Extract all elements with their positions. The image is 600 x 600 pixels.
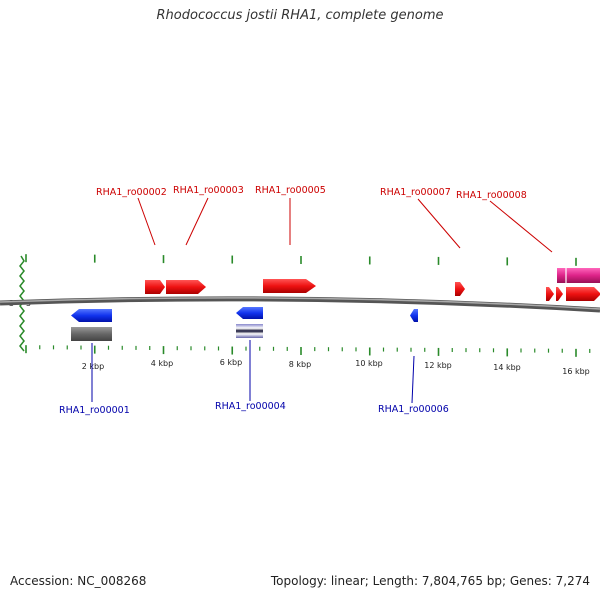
axis-tick-label: 4 kbp xyxy=(151,359,173,368)
leader-ro00002 xyxy=(137,197,156,246)
bottom-tick-row xyxy=(25,345,591,357)
feature-ro00004-striped[interactable] xyxy=(236,324,263,338)
gene-arrow-ro00002-part-b[interactable] xyxy=(166,280,206,294)
gene-arrow-ro00008-c[interactable] xyxy=(566,287,600,301)
gene-arrow-ro00006[interactable] xyxy=(410,309,418,322)
axis-tick-label: 8 kbp xyxy=(289,360,311,369)
top-tick-row xyxy=(25,254,577,266)
leader-ro00006 xyxy=(411,355,415,404)
gene-label-ro00001[interactable]: RHA1_ro00001 xyxy=(59,405,130,416)
gene-label-ro00003[interactable]: RHA1_ro00003 xyxy=(173,185,244,196)
axis-tick-label: 14 kbp xyxy=(493,363,521,372)
leader-ro00008 xyxy=(489,200,553,253)
gene-arrow-ro00005[interactable] xyxy=(263,279,316,293)
axis-tick-label: 16 kbp xyxy=(562,367,590,376)
leader-ro00003 xyxy=(185,197,209,246)
gene-label-ro00002[interactable]: RHA1_ro00002 xyxy=(96,187,167,198)
gene-label-ro00007[interactable]: RHA1_ro00007 xyxy=(380,187,451,198)
gene-label-ro00005[interactable]: RHA1_ro00005 xyxy=(255,185,326,196)
gene-arrow-ro00007[interactable] xyxy=(455,282,465,296)
gene-label-ro00008[interactable]: RHA1_ro00008 xyxy=(456,190,527,201)
gene-arrow-ro00001[interactable] xyxy=(71,309,112,322)
gene-arrow-ro00008-b[interactable] xyxy=(556,287,563,301)
leader-ro00007 xyxy=(417,198,461,249)
gene-arrow-ro00004[interactable] xyxy=(236,307,263,319)
axis-tick-label: 10 kbp xyxy=(355,359,383,368)
genome-stats-text: Topology: linear; Length: 7,804,765 bp; … xyxy=(270,574,590,588)
feature-ro00001-gray[interactable] xyxy=(71,327,112,341)
axis-tick-label: 2 kbp xyxy=(82,362,104,371)
gene-arrow-ro00002-part-a[interactable] xyxy=(145,280,165,294)
map-title: Rhodococcus jostii RHA1, complete genome xyxy=(156,8,444,23)
axis-tick-labels: 2 kbp 4 kbp 6 kbp 8 kbp 10 kbp 12 kbp 14 kbp 16… xyxy=(82,358,590,376)
pseudo-feature-ro00008[interactable] xyxy=(557,268,600,283)
gene-label-ro00006[interactable]: RHA1_ro00006 xyxy=(378,404,449,415)
genome-backbone xyxy=(0,296,600,313)
accession-text: Accession: NC_008268 xyxy=(10,574,147,588)
axis-tick-label: 6 kbp xyxy=(220,358,242,367)
gene-arrow-ro00008-a[interactable] xyxy=(546,287,554,301)
gene-label-ro00004[interactable]: RHA1_ro00004 xyxy=(215,401,286,412)
axis-tick-label: 12 kbp xyxy=(424,361,452,370)
